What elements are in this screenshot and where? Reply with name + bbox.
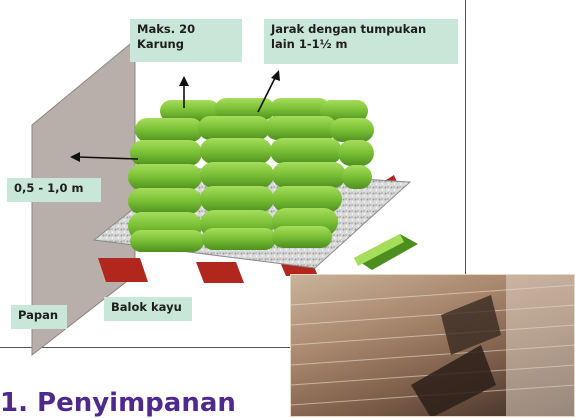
section-heading: 1. Penyimpanan <box>0 388 236 418</box>
warehouse-photo <box>290 274 575 417</box>
wall-distance-label: 0,5 - 1,0 m <box>7 178 101 202</box>
board-label: Papan <box>11 305 67 329</box>
max-stack-label: Maks. 20 Karung <box>130 19 242 62</box>
wood-beam-label: Balok kayu <box>104 297 192 321</box>
distance-other-stack-label: Jarak dengan tumpukan lain 1-1½ m <box>264 19 458 64</box>
loose-sack <box>354 234 418 270</box>
